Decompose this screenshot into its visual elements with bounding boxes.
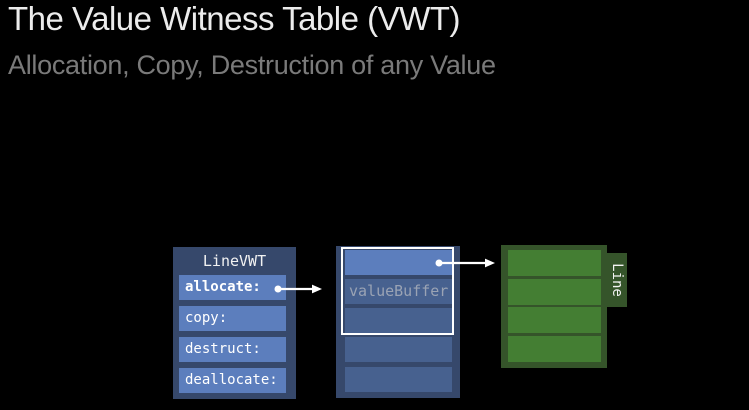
- slide-subtitle: Allocation, Copy, Destruction of any Val…: [8, 50, 496, 80]
- vwt-row-destruct: destruct:: [179, 337, 286, 362]
- line-value-slot: [508, 336, 601, 362]
- line-type-tab-label: Line: [609, 263, 625, 297]
- line-type-tab: Line: [607, 253, 627, 307]
- vwt-table-title: LineVWT: [202, 252, 267, 270]
- line-value-box: Line: [501, 245, 627, 368]
- value-buffer-box: valueBuffer: [336, 246, 460, 398]
- vwt-row-copy: copy:: [179, 306, 286, 331]
- buffer-slot-pointer: [345, 250, 452, 275]
- buffer-slot: [345, 337, 452, 362]
- slide-title: The Value Witness Table (VWT): [8, 0, 460, 37]
- line-value-slot: [508, 250, 601, 276]
- vwt-table: LineVWT allocate: copy: destruct: deallo…: [173, 247, 296, 399]
- buffer-slot: [345, 308, 452, 333]
- line-value-slot: [508, 279, 601, 305]
- buffer-slot-label: valueBuffer: [345, 279, 452, 304]
- vwt-row-allocate: allocate:: [179, 275, 286, 300]
- vwt-row-deallocate: deallocate:: [179, 368, 286, 393]
- line-value-slot: [508, 307, 601, 333]
- buffer-slot: [345, 367, 452, 392]
